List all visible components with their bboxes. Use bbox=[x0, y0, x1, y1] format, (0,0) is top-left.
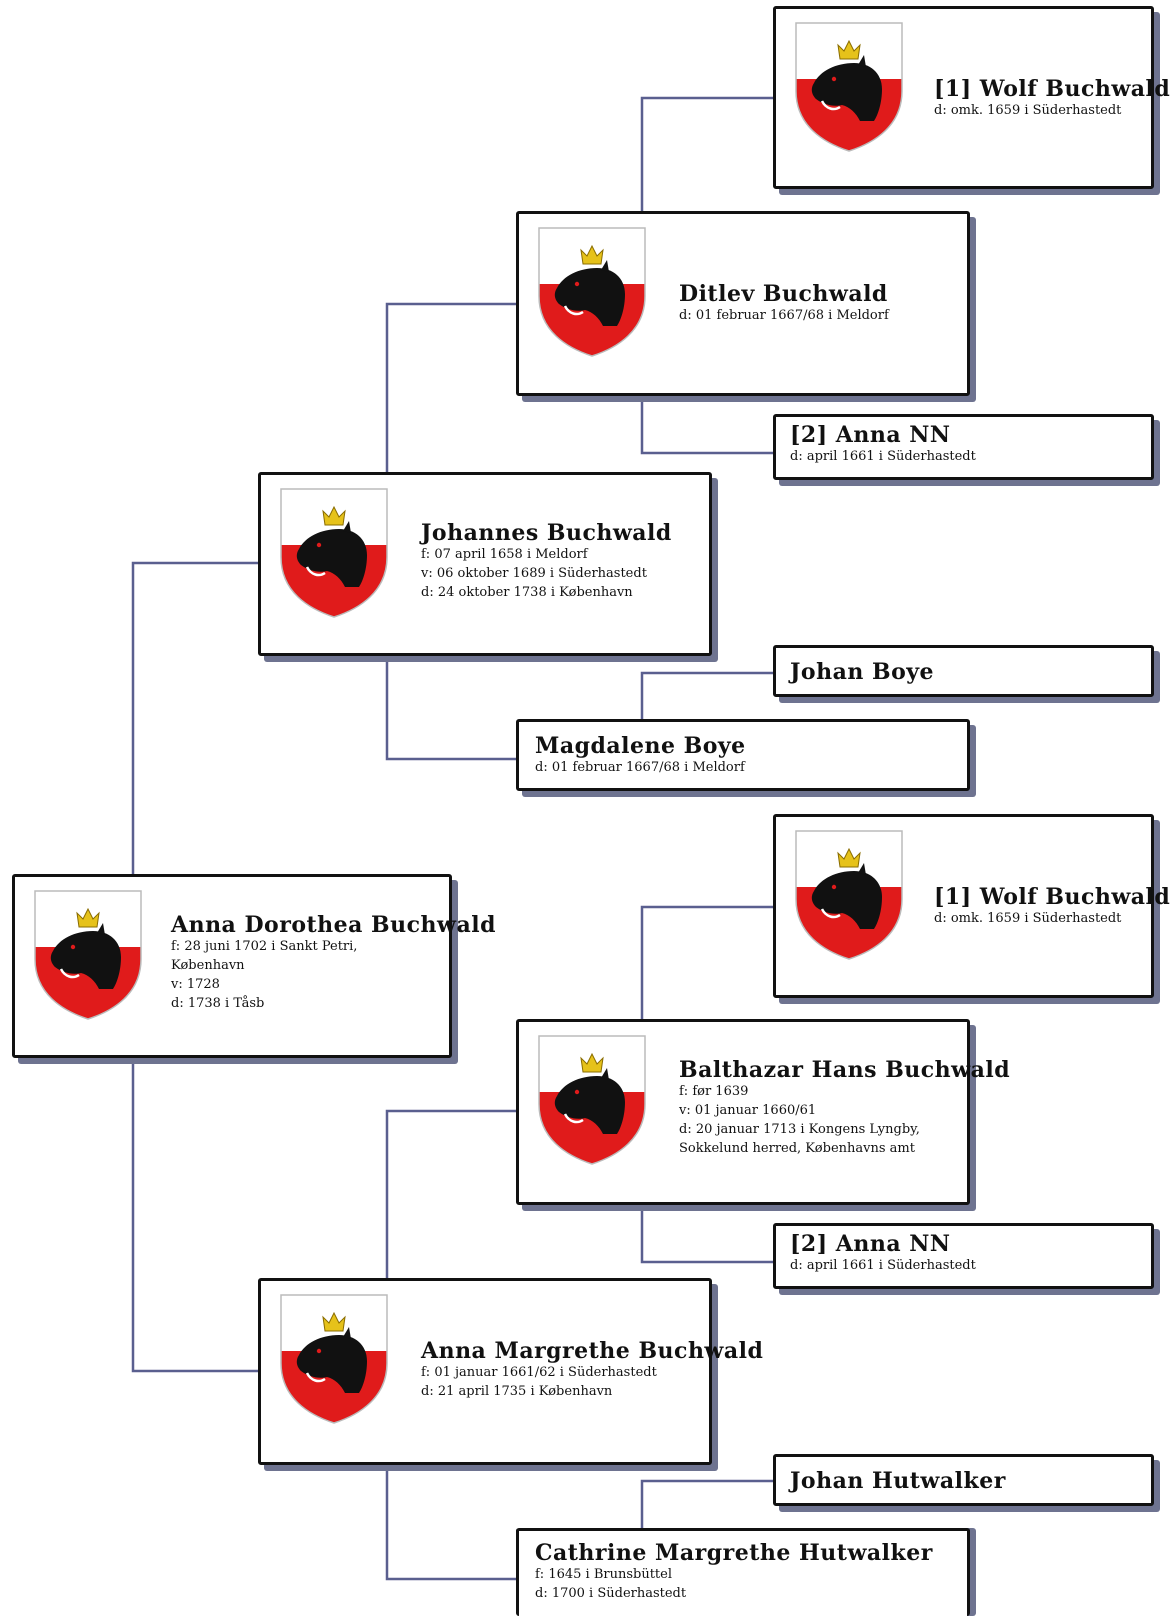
person-card-mother[interactable]: Anna Margrethe Buchwald f: 01 januar 166… bbox=[258, 1278, 764, 1465]
person-card-maternal-grandfather[interactable]: Balthazar Hans Buchwald f: før 1639 v: 0… bbox=[516, 1019, 1011, 1205]
person-detail: København bbox=[171, 958, 245, 973]
person-detail: d: 1738 i Tåsb bbox=[171, 996, 265, 1011]
person-card-great-grandfather-4[interactable]: Johan Hutwalker bbox=[773, 1454, 1154, 1506]
boar-crown-shield-icon bbox=[279, 1293, 389, 1429]
person-card-maternal-grandmother[interactable]: Cathrine Margrethe Hutwalker f: 1645 i B… bbox=[516, 1528, 970, 1616]
person-detail: d: 20 januar 1713 i Kongens Lyngby, bbox=[679, 1122, 920, 1137]
person-card-root[interactable]: Anna Dorothea Buchwald f: 28 juni 1702 i… bbox=[12, 874, 496, 1058]
person-detail: d: april 1661 i Süderhastedt bbox=[790, 1258, 976, 1273]
person-detail: v: 06 oktober 1689 i Süderhastedt bbox=[421, 566, 647, 581]
person-name: [1] Wolf Buchwald bbox=[934, 884, 1170, 910]
person-card-father[interactable]: Johannes Buchwald f: 07 april 1658 i Mel… bbox=[258, 472, 712, 656]
person-card-great-grandfather-3[interactable]: [1] Wolf Buchwald d: omk. 1659 i Süderha… bbox=[773, 814, 1170, 998]
person-detail: Sokkelund herred, Københavns amt bbox=[679, 1141, 915, 1156]
person-name: [1] Wolf Buchwald bbox=[934, 76, 1170, 102]
person-card-great-grandfather-1[interactable]: [1] Wolf Buchwald d: omk. 1659 i Süderha… bbox=[773, 6, 1170, 189]
person-name: Anna Dorothea Buchwald bbox=[171, 912, 496, 938]
boar-crown-shield-icon bbox=[537, 1034, 647, 1170]
person-detail: d: 21 april 1735 i København bbox=[421, 1384, 613, 1399]
person-detail: d: omk. 1659 i Süderhastedt bbox=[934, 103, 1122, 118]
person-detail: d: 24 oktober 1738 i København bbox=[421, 585, 633, 600]
person-card-great-grandmother-3[interactable]: [2] Anna NN d: april 1661 i Süderhastedt bbox=[773, 1223, 1154, 1289]
person-name: [2] Anna NN bbox=[790, 1231, 951, 1257]
person-detail: v: 01 januar 1660/61 bbox=[679, 1103, 817, 1118]
person-detail: d: april 1661 i Süderhastedt bbox=[790, 449, 976, 464]
person-card-great-grandmother-1[interactable]: [2] Anna NN d: april 1661 i Süderhastedt bbox=[773, 414, 1154, 480]
boar-crown-shield-icon bbox=[33, 889, 143, 1025]
person-name: Johan Hutwalker bbox=[790, 1468, 1006, 1494]
boar-crown-shield-icon bbox=[794, 21, 904, 157]
person-detail: d: 01 februar 1667/68 i Meldorf bbox=[679, 308, 889, 323]
person-name: [2] Anna NN bbox=[790, 422, 951, 448]
boar-crown-shield-icon bbox=[794, 829, 904, 965]
person-detail: d: omk. 1659 i Süderhastedt bbox=[934, 911, 1122, 926]
boar-crown-shield-icon bbox=[279, 487, 389, 623]
person-name: Cathrine Margrethe Hutwalker bbox=[535, 1540, 933, 1566]
person-detail: f: 1645 i Brunsbüttel bbox=[535, 1567, 673, 1582]
person-detail: f: 07 april 1658 i Meldorf bbox=[421, 547, 588, 562]
person-card-great-grandfather-2[interactable]: Johan Boye bbox=[773, 645, 1154, 697]
person-card-paternal-grandfather[interactable]: Ditlev Buchwald d: 01 februar 1667/68 i … bbox=[516, 211, 970, 396]
person-detail: d: 1700 i Süderhastedt bbox=[535, 1586, 687, 1601]
person-detail: f: 28 juni 1702 i Sankt Petri, bbox=[171, 939, 358, 954]
person-detail: d: 01 februar 1667/68 i Meldorf bbox=[535, 760, 745, 775]
person-detail: f: før 1639 bbox=[679, 1084, 749, 1099]
person-detail: f: 01 januar 1661/62 i Süderhastedt bbox=[421, 1365, 657, 1380]
person-name: Johannes Buchwald bbox=[421, 520, 672, 546]
person-name: Magdalene Boye bbox=[535, 733, 746, 759]
person-card-paternal-grandmother[interactable]: Magdalene Boye d: 01 februar 1667/68 i M… bbox=[516, 719, 970, 791]
person-name: Anna Margrethe Buchwald bbox=[421, 1338, 764, 1364]
person-name: Johan Boye bbox=[790, 659, 935, 685]
person-detail: v: 1728 bbox=[171, 977, 220, 992]
boar-crown-shield-icon bbox=[537, 226, 647, 362]
person-name: Balthazar Hans Buchwald bbox=[679, 1057, 1011, 1083]
person-name: Ditlev Buchwald bbox=[679, 281, 888, 307]
